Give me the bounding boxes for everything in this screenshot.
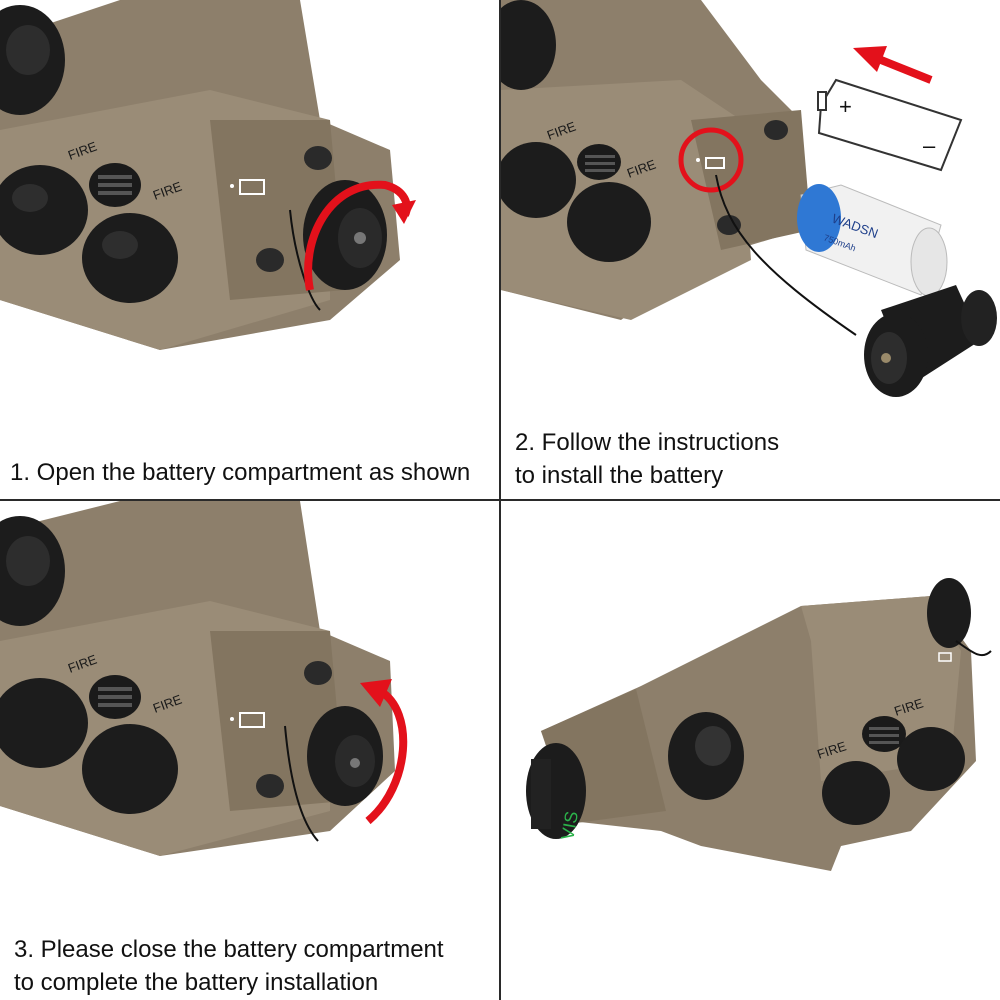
step-1-panel: FIRE FIRE 1. Open th [0, 0, 499, 499]
step-2-caption-line-1: 2. Follow the instructions [515, 429, 780, 456]
step-3-caption: 3. Please close the battery compartment … [14, 933, 444, 999]
battery-cap [927, 578, 971, 648]
battery-indicator-icon [938, 652, 952, 662]
battery-cap [303, 180, 387, 290]
step-1-caption-line-1: 1. Open the battery compartment as shown [10, 459, 471, 486]
fire-button-right [82, 724, 178, 814]
battery-install-illustration: FIRE FIRE + – WADSN [501, 0, 997, 397]
lanyard [289, 209, 321, 311]
battery-cap [307, 706, 383, 806]
horizontal-divider [0, 499, 1000, 501]
front-lens-cap [526, 743, 586, 839]
device-close-cap-illustration: FIRE FIRE [0, 501, 408, 856]
step-2-caption-line-2: to install the battery [515, 462, 724, 489]
screw-port-bottom [717, 215, 741, 235]
assembled-device-panel: VIS FIRE FIRE [501, 501, 1000, 1000]
screw-port-top [764, 120, 788, 140]
battery-cap [864, 285, 997, 397]
fire-button-left [0, 165, 88, 255]
fire-button-left [822, 761, 890, 825]
battery-plus-label: + [839, 94, 852, 119]
battery-indicator-icon [230, 179, 265, 195]
step-2-caption: 2. Follow the instructions to install th… [515, 426, 779, 492]
lanyard [955, 640, 992, 657]
knob-black [0, 516, 65, 626]
step-3-caption-line-2: to complete the battery installation [14, 969, 379, 996]
battery-indicator-icon [230, 712, 265, 728]
device-housing [0, 501, 395, 856]
battery-indicator-icon [696, 157, 725, 169]
mode-switch [862, 716, 906, 752]
lanyard [284, 725, 319, 842]
screw-port-top [304, 146, 332, 170]
battery-minus-label: – [923, 133, 936, 158]
fire-button-right [82, 213, 178, 303]
screw-port-bottom [256, 774, 284, 798]
step-3-caption-line-1: 3. Please close the battery compartment [14, 936, 444, 963]
cr123-battery: WADSN 750mAh [797, 184, 948, 297]
knob-black [668, 712, 744, 800]
knob-black [501, 0, 556, 90]
knob-black [0, 5, 65, 115]
fire-button-left [0, 678, 88, 768]
screw-port-bottom [256, 248, 284, 272]
device-open-cap-illustration: FIRE FIRE [0, 0, 416, 350]
vis-mode-label: VIS [557, 810, 582, 842]
battery-diagram-icon: + – [817, 78, 963, 172]
lanyard [715, 174, 857, 336]
step-3-panel: FIRE FIRE 3. Please close the battery co… [0, 501, 499, 1000]
screw-port-top [304, 661, 332, 685]
fire-button-left [501, 142, 576, 218]
mode-switch [89, 163, 141, 207]
assembled-device-illustration: VIS FIRE FIRE [526, 578, 992, 871]
insert-arrow-icon [853, 46, 933, 84]
rotate-arrow-icon [304, 180, 416, 291]
mode-switch [577, 144, 621, 180]
fire-button-right [567, 182, 651, 262]
step-1-caption: 1. Open the battery compartment as shown [10, 456, 470, 489]
highlight-circle [678, 127, 744, 193]
fire-button-right [897, 727, 965, 791]
mode-switch [89, 675, 141, 719]
rotate-arrow-icon [360, 679, 408, 825]
step-2-panel: FIRE FIRE + – WADSN [501, 0, 1000, 499]
